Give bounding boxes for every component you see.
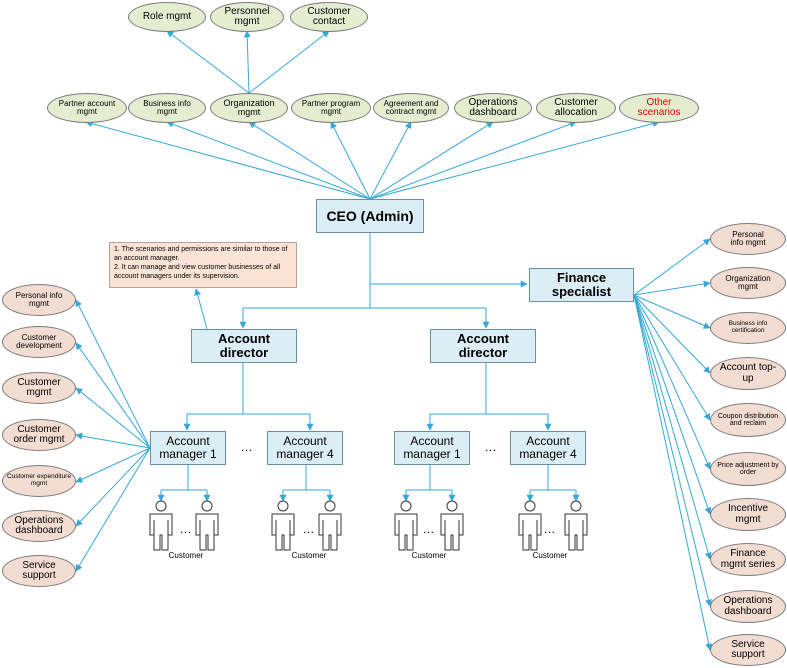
connector-line-56 — [633, 294, 712, 607]
customer-label-1: Customer — [168, 551, 204, 561]
customer-ellipsis-4: … — [543, 521, 557, 536]
connector-line-6 — [369, 120, 577, 200]
connector-line-52 — [633, 294, 711, 421]
person-icon — [518, 500, 542, 551]
connector-line-51 — [633, 294, 711, 374]
finance-func-price-adjustment: Price adjustment by order — [710, 452, 786, 486]
finance-func-finance-mgmt-series: Finance mgmt series — [710, 543, 786, 576]
account-manager-1-right: Account manager 1 — [394, 431, 470, 465]
manager-func-operations-dashboard: Operations dashboard — [2, 510, 76, 542]
manager-func-customer-mgmt: Customer mgmt — [2, 372, 76, 404]
customer-ellipsis-2: … — [302, 521, 316, 536]
connector-line-57 — [633, 294, 713, 651]
connector-line-50 — [633, 294, 711, 329]
ceo-func-personnel-mgmt: Personnel mgmt — [210, 2, 284, 32]
person-icon — [271, 500, 295, 551]
ceo-func-agreement-contract-mgmt: Agreement and contract mgmt — [373, 93, 449, 123]
ceo-func-business-info-mgmt: Business info mgmt — [128, 93, 206, 123]
note-line-1: 1. The scenarios and permissions are sim… — [114, 246, 288, 262]
account-manager-1-left: Account manager 1 — [150, 431, 226, 465]
manager-func-customer-order-mgmt: Customer order mgmt — [2, 419, 76, 451]
connector-line-55 — [633, 294, 712, 560]
connector-line-44 — [75, 432, 151, 449]
ceo-func-role-mgmt: Role mgmt — [128, 2, 206, 32]
connector-line-0 — [85, 120, 371, 200]
customer-ellipsis-1: … — [179, 521, 193, 536]
finance-func-personal-info-mgmt: Personal info mgmt — [710, 223, 786, 255]
account-director-left: Account director — [191, 329, 297, 363]
connector-line-8 — [166, 30, 250, 94]
connector-line-3 — [330, 121, 371, 200]
finance-func-account-top-up: Account top-up — [710, 357, 786, 390]
person-icon — [149, 500, 173, 551]
connector-line-1 — [166, 120, 371, 200]
connector-line-46 — [75, 447, 151, 527]
connector-line-49 — [633, 280, 711, 296]
connector-line-53 — [633, 294, 711, 470]
person-icon — [318, 500, 342, 551]
connector-line-48 — [633, 238, 711, 296]
account-director-right: Account director — [430, 329, 536, 363]
ceo-func-operations-dashboard: Operations dashboard — [454, 93, 532, 123]
person-icon — [394, 500, 418, 551]
manager-func-personal-info-mgmt: Personal info mgmt — [2, 284, 76, 316]
customer-label-2: Customer — [291, 551, 327, 561]
manager-ellipsis-right: … — [484, 439, 498, 454]
ceo-func-other-scenarios: Other scenarios — [619, 93, 699, 123]
ceo-func-partner-program-mgmt: Partner program mgmt — [291, 93, 371, 123]
finance-func-service-support: Service support — [710, 634, 786, 666]
connector-line-43 — [75, 387, 151, 449]
ceo-box: CEO (Admin) — [316, 199, 424, 233]
connector-line-10 — [248, 30, 330, 94]
ceo-func-customer-contact: Customer contact — [290, 2, 368, 32]
connector-line-41 — [75, 299, 151, 449]
connector-line-5 — [369, 121, 494, 200]
account-director-note: 1. The scenarios and permissions are sim… — [109, 242, 297, 288]
account-manager-4-right: Account manager 4 — [510, 431, 586, 465]
connector-line-47 — [75, 447, 151, 572]
connector-line-2 — [248, 121, 371, 200]
manager-func-service-support: Service support — [2, 555, 76, 587]
note-line-2: 2. It can manage and view customer busin… — [114, 263, 281, 280]
connector-line-42 — [75, 342, 151, 449]
ceo-func-customer-allocation: Customer allocation — [536, 93, 616, 123]
connector-line-9 — [243, 30, 251, 94]
ceo-func-organization-mgmt: Organization mgmt — [210, 93, 288, 123]
person-icon — [440, 500, 464, 551]
customer-ellipsis-3: … — [422, 521, 436, 536]
finance-specialist-box: Finance specialist — [529, 268, 634, 302]
connector-line-7 — [369, 120, 660, 200]
connector-line-4 — [369, 121, 412, 200]
person-icon — [195, 500, 219, 551]
finance-func-coupon-distribution: Coupon distribution and reclaim — [710, 403, 786, 437]
customer-label-3: Customer — [411, 551, 447, 561]
finance-func-business-info-certification: Business info certification — [710, 312, 786, 344]
account-manager-4-left: Account manager 4 — [267, 431, 343, 465]
manager-func-customer-development: Customer development — [2, 326, 76, 358]
finance-func-organization-mgmt: Organization mgmt — [710, 267, 786, 299]
person-icon — [564, 500, 588, 551]
manager-ellipsis-left: … — [240, 439, 254, 454]
connector-line-45 — [75, 447, 151, 483]
manager-func-customer-expenditure-mgmt: Customer expenditure mgmt — [2, 465, 76, 497]
connector-line-16 — [194, 288, 208, 330]
connector-line-54 — [633, 294, 712, 515]
customer-label-4: Customer — [532, 551, 568, 561]
finance-func-incentive-mgmt: Incentive mgmt — [710, 498, 786, 531]
ceo-func-partner-account-mgmt: Partner account mgmt — [47, 93, 127, 123]
finance-func-operations-dashboard: Operations dashboard — [710, 590, 786, 623]
